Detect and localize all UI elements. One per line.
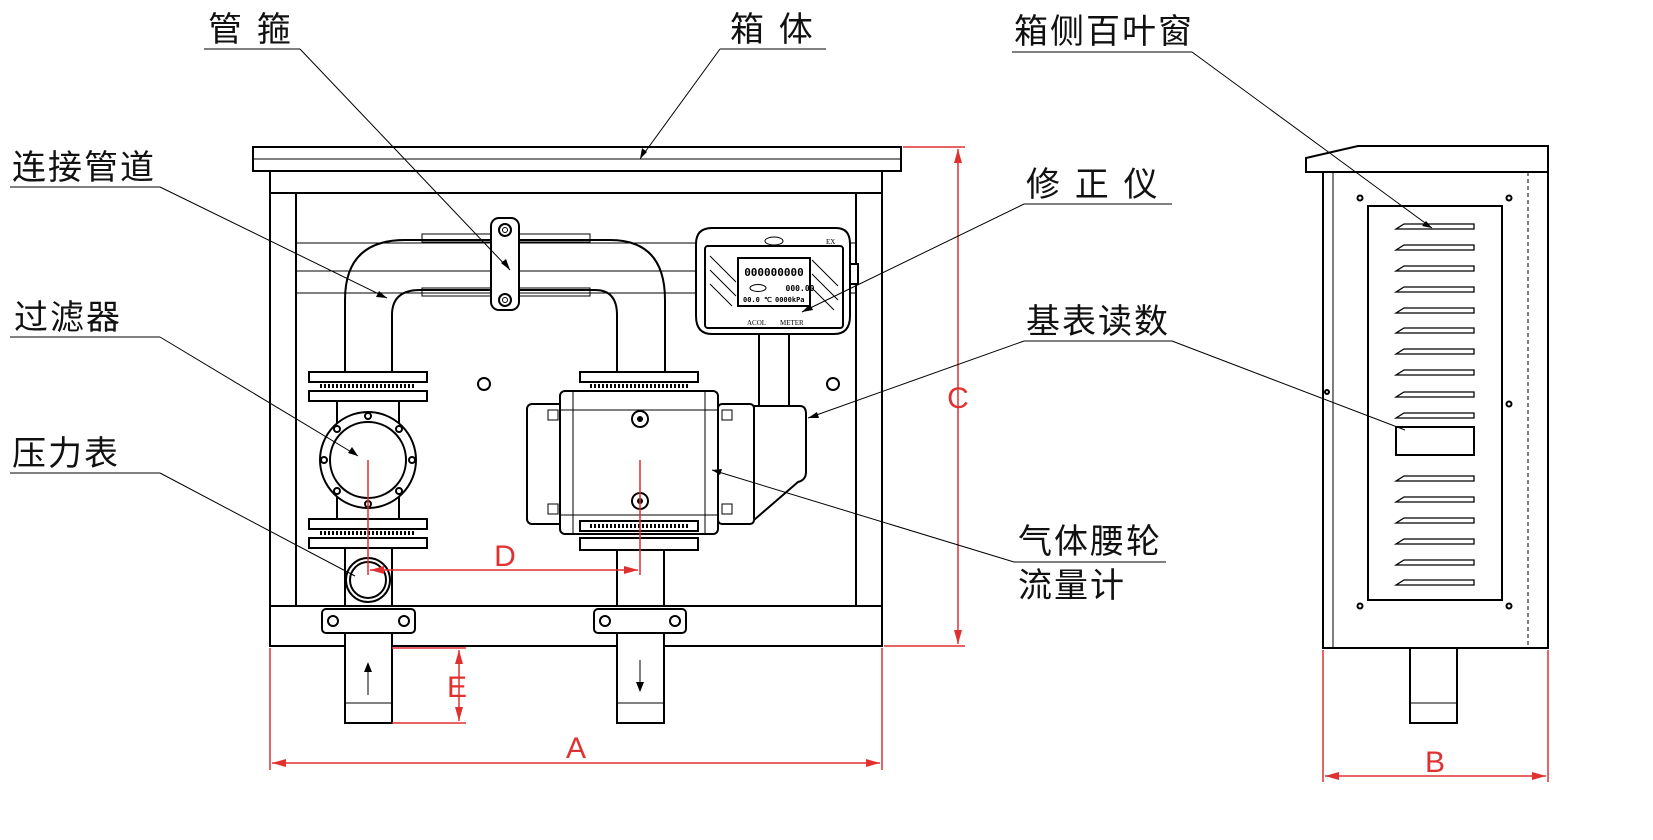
lcd-counter: 000000000 bbox=[744, 266, 804, 279]
louver-slat bbox=[1393, 244, 1475, 251]
roots-flow-meter bbox=[526, 333, 807, 724]
center-lines bbox=[367, 460, 641, 575]
label-roots-meter-line1: 气体腰轮 bbox=[1018, 522, 1162, 562]
label-side-louver: 箱侧百叶窗 bbox=[1014, 12, 1194, 52]
louver-slat bbox=[1393, 369, 1475, 376]
louver-slat bbox=[1393, 496, 1475, 503]
dimension-E: E bbox=[392, 647, 467, 724]
dim-label-A: A bbox=[566, 732, 586, 765]
label-cabinet: 箱 体 bbox=[730, 10, 815, 50]
brand-left: ACOL bbox=[747, 319, 766, 327]
louver-slat bbox=[1393, 517, 1475, 524]
dim-label-E: E bbox=[447, 671, 467, 704]
label-connecting-pipe: 连接管道 bbox=[12, 148, 156, 188]
label-corrector: 修 正 仪 bbox=[1026, 165, 1160, 205]
louver-slat bbox=[1393, 475, 1475, 482]
louver-slat bbox=[1393, 223, 1475, 230]
dimension-D: D bbox=[370, 540, 638, 574]
volume-corrector: EX 000000000 000.00 00.0 ℃ 0000kPa ACOL … bbox=[695, 227, 859, 335]
callout-arrowheads bbox=[348, 148, 1432, 475]
dimension-B: B bbox=[1322, 650, 1549, 782]
label-pressure-gauge: 压力表 bbox=[12, 434, 120, 474]
dimension-A: A bbox=[269, 648, 883, 770]
dim-label-C: C bbox=[947, 382, 969, 415]
dim-label-B: B bbox=[1425, 746, 1445, 779]
lcd-pressure: 0000kPa bbox=[775, 296, 805, 304]
callout-leaders bbox=[10, 48, 1433, 577]
brand-right: METER bbox=[780, 319, 804, 327]
dimension-C: C bbox=[884, 146, 969, 647]
louver-slat bbox=[1393, 579, 1475, 586]
lcd-temperature: 00.0 ℃ bbox=[743, 296, 772, 304]
label-roots-meter-line2: 流量计 bbox=[1018, 566, 1126, 606]
louver-slat bbox=[1393, 391, 1475, 398]
label-pipe-clamp: 管 箍 bbox=[208, 10, 293, 50]
louver-slat bbox=[1393, 286, 1475, 293]
louver-slat bbox=[1393, 327, 1475, 334]
louver-slat bbox=[1393, 307, 1475, 314]
louver-slat bbox=[1393, 412, 1475, 419]
lcd-flow: 000.00 bbox=[786, 284, 815, 293]
louver-slats bbox=[1393, 223, 1475, 586]
callout-labels: 管 箍 箱 体 箱侧百叶窗 连接管道 修 正 仪 过滤器 基表读数 压力表 气体… bbox=[12, 10, 1194, 606]
cabinet-side-view bbox=[1305, 145, 1549, 724]
dim-label-D: D bbox=[494, 540, 516, 573]
louver-slat bbox=[1393, 348, 1475, 355]
louver-slat bbox=[1393, 559, 1475, 566]
louver-slat bbox=[1393, 265, 1475, 272]
louver-slat bbox=[1393, 538, 1475, 545]
label-base-meter-reading: 基表读数 bbox=[1026, 302, 1170, 342]
label-filter: 过滤器 bbox=[14, 298, 122, 338]
ex-mark: EX bbox=[826, 238, 835, 246]
